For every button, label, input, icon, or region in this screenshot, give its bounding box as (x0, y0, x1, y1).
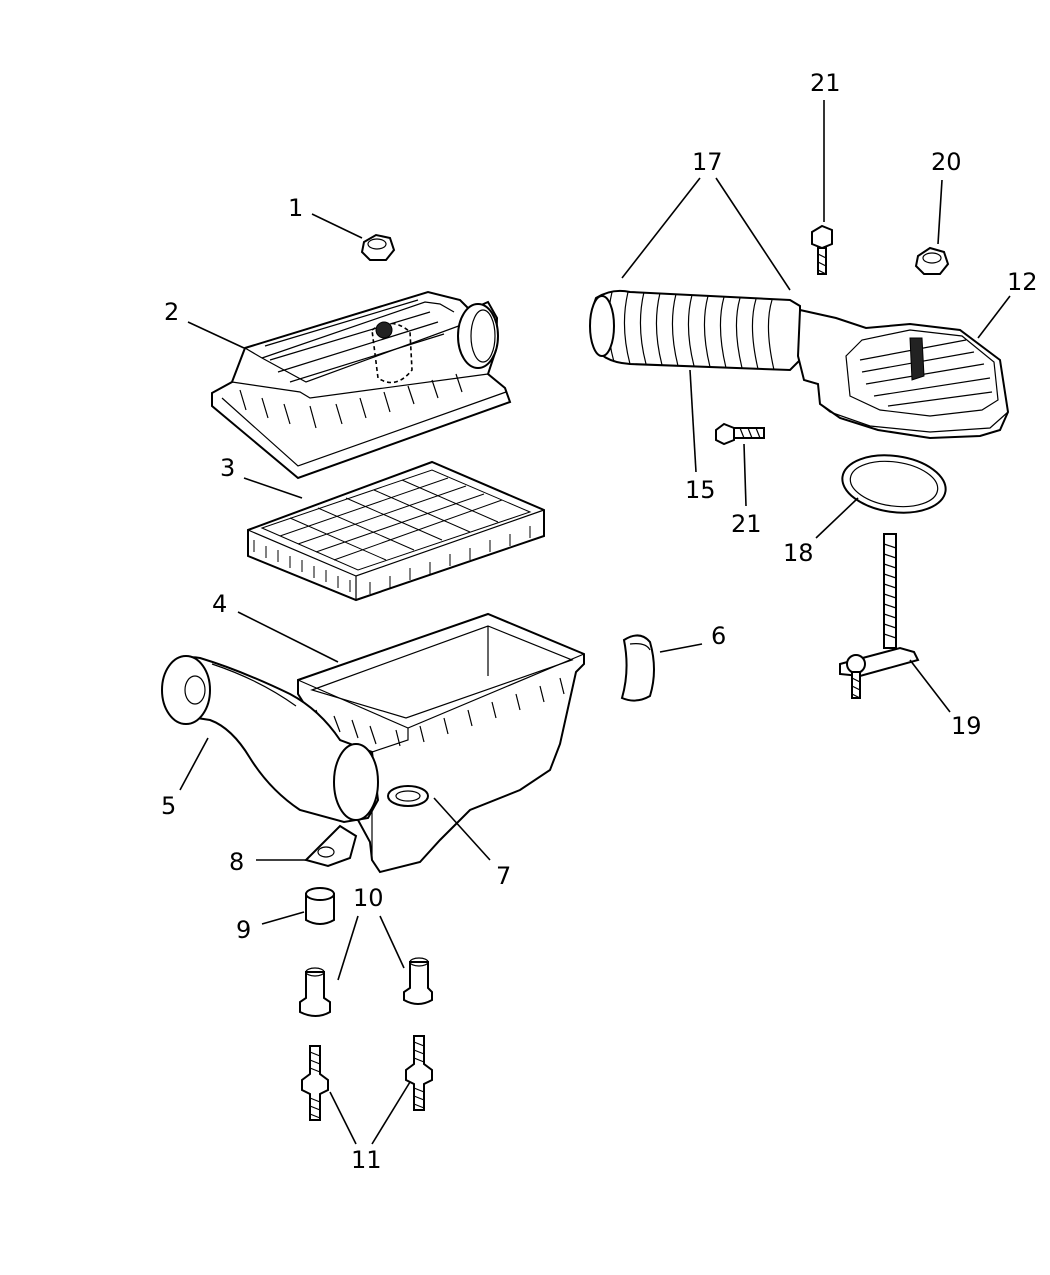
part-12-resonator (796, 308, 1010, 440)
part-3-air-filter (247, 460, 545, 602)
callout-2: 2 (164, 298, 180, 326)
part-5-inlet-duct (161, 655, 380, 824)
callout-12: 12 (1007, 268, 1038, 296)
callout-19: 19 (951, 712, 982, 740)
part-1-nut (360, 233, 396, 261)
callout-21-middle: 21 (731, 510, 762, 538)
callout-17: 17 (692, 148, 723, 176)
part-20-nut (914, 246, 950, 275)
callout-4: 4 (212, 590, 228, 618)
part-15-intake-hose (589, 289, 801, 372)
part-21-bolt-top (811, 224, 833, 275)
callout-18: 18 (783, 539, 814, 567)
part-6-seal (620, 634, 655, 702)
callout-20: 20 (931, 148, 962, 176)
part-18-gasket (841, 454, 947, 514)
callout-6: 6 (711, 622, 727, 650)
part-21-bolt-middle (715, 422, 765, 446)
callout-21-top: 21 (810, 69, 841, 97)
leader-lines (179, 100, 1011, 1145)
part-2-air-cleaner-cover (211, 290, 512, 480)
callout-9: 9 (236, 916, 252, 944)
callout-5: 5 (161, 792, 177, 820)
part-8-bracket (304, 824, 358, 868)
part-10-spacers (299, 957, 433, 1017)
callout-10: 10 (353, 884, 384, 912)
part-11-studs (301, 1035, 433, 1121)
part-9-grommet (305, 887, 335, 925)
callout-15: 15 (685, 476, 716, 504)
callout-8: 8 (229, 848, 245, 876)
callout-1: 1 (288, 194, 304, 222)
callout-7: 7 (496, 862, 512, 890)
callout-3: 3 (220, 454, 236, 482)
callout-11: 11 (351, 1146, 382, 1174)
part-19-support-rod (839, 533, 920, 699)
